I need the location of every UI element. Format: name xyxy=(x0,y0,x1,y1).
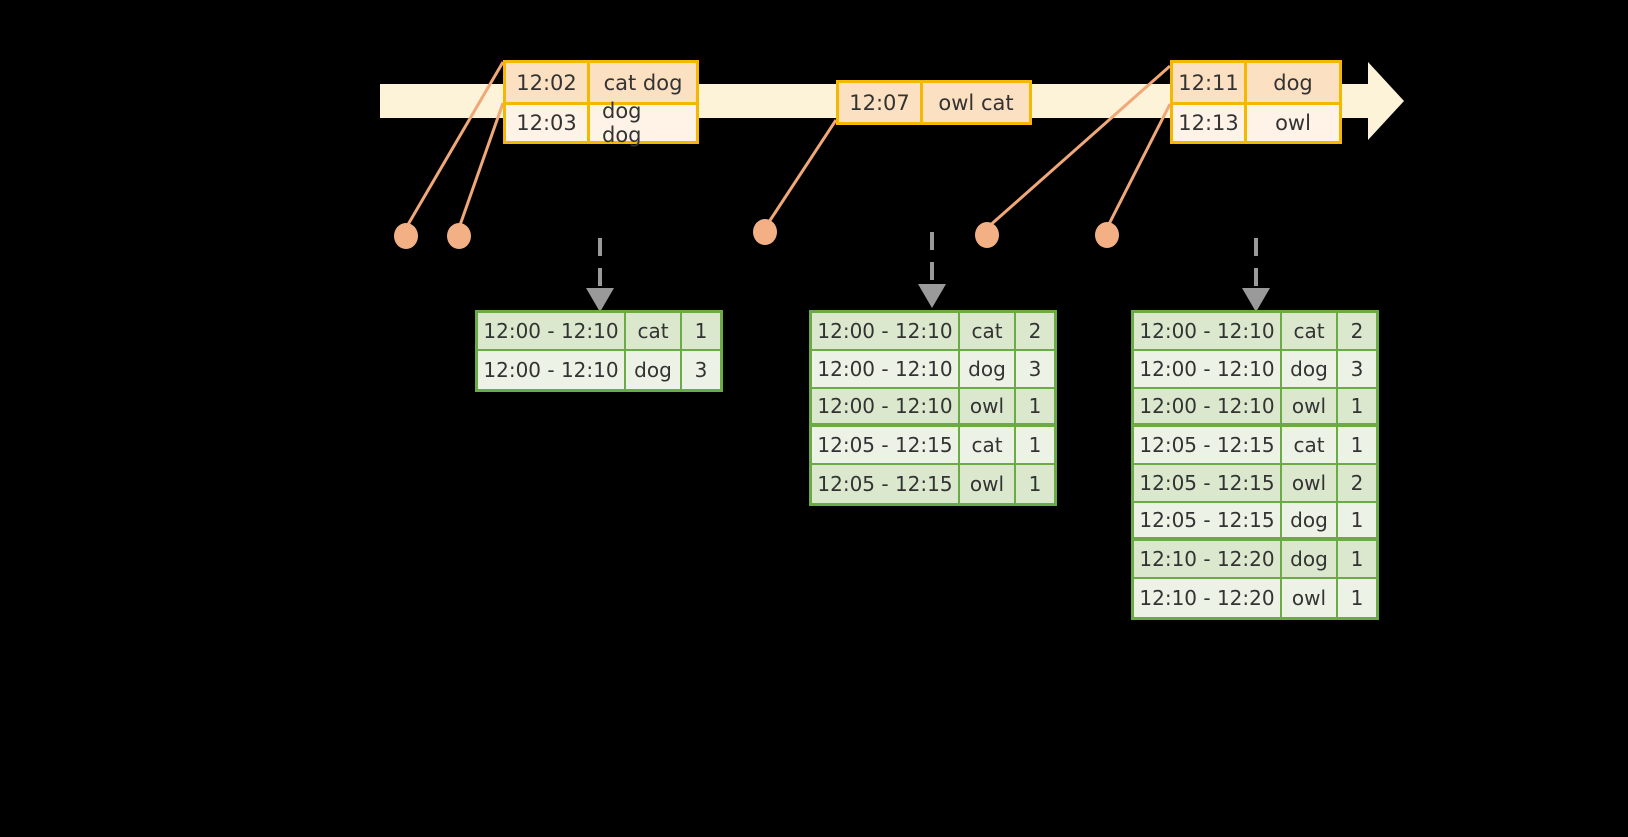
emit-arrowhead-2 xyxy=(918,284,946,308)
window-cell: 12:05 - 12:15 xyxy=(812,465,960,503)
emit-arrowhead-1 xyxy=(586,288,614,312)
count-cell: 1 xyxy=(1350,586,1364,610)
event-words: owl xyxy=(1275,111,1311,135)
table-row: 12:00 - 12:10 owl 1 xyxy=(1134,389,1376,427)
event-row: 12:03 dog dog xyxy=(506,99,696,147)
emit-arrowheads xyxy=(586,284,1270,312)
table-row: 12:00 - 12:10 dog 3 xyxy=(1134,351,1376,389)
table-row: 12:00 - 12:10 cat 2 xyxy=(1134,313,1376,351)
table-row: 12:10 - 12:20 owl 1 xyxy=(1134,579,1376,617)
window-cell: 12:00 - 12:10 xyxy=(1134,313,1282,349)
count-cell: 3 xyxy=(1350,357,1364,381)
result-table-3[interactable]: 12:00 - 12:10 cat 2 12:00 - 12:10 dog 3 … xyxy=(1131,310,1379,620)
key-cell: owl xyxy=(1282,579,1338,617)
table-row: 12:10 - 12:20 dog 1 xyxy=(1134,541,1376,579)
emit-arrowhead-3 xyxy=(1242,288,1270,312)
event-words: cat dog xyxy=(603,70,683,95)
count-cell: 3 xyxy=(694,358,708,382)
event-words: dog dog xyxy=(602,99,642,147)
count-cell: 2 xyxy=(1028,319,1042,343)
count-cell: 1 xyxy=(1028,433,1042,457)
window-cell: 12:05 - 12:15 xyxy=(812,427,960,463)
window-cell: 12:00 - 12:10 xyxy=(812,351,960,387)
window-cell: 12:00 - 12:10 xyxy=(812,389,960,423)
table-row: 12:00 - 12:10 cat 2 xyxy=(812,313,1054,351)
key-cell: owl xyxy=(1282,465,1338,501)
timeline-arrowhead xyxy=(1368,62,1404,140)
window-cell: 12:00 - 12:10 xyxy=(1134,351,1282,387)
table-row: 12:05 - 12:15 owl 2 xyxy=(1134,465,1376,503)
key-cell: dog xyxy=(626,351,682,389)
result-table-2[interactable]: 12:00 - 12:10 cat 2 12:00 - 12:10 dog 3 … xyxy=(809,310,1057,506)
key-cell: cat xyxy=(1282,427,1338,463)
window-cell: 12:05 - 12:15 xyxy=(1134,465,1282,501)
event-time: 12:07 xyxy=(839,83,923,122)
window-cell: 12:05 - 12:15 xyxy=(1134,427,1282,463)
count-cell: 1 xyxy=(1028,394,1042,418)
table-row: 12:05 - 12:15 owl 1 xyxy=(812,465,1054,503)
key-cell: owl xyxy=(960,389,1016,423)
table-row: 12:05 - 12:15 cat 1 xyxy=(1134,427,1376,465)
window-cell: 12:00 - 12:10 xyxy=(478,313,626,349)
event-row: 12:07 owl cat xyxy=(839,83,1029,122)
connector-line-2 xyxy=(457,102,505,229)
key-cell: cat xyxy=(626,313,682,349)
event-time: 12:11 xyxy=(1173,63,1247,102)
key-cell: cat xyxy=(960,313,1016,349)
key-cell: owl xyxy=(1282,389,1338,423)
count-cell: 1 xyxy=(694,319,708,343)
table-row: 12:00 - 12:10 dog 3 xyxy=(812,351,1054,389)
event-marker-4 xyxy=(975,222,999,248)
connector-line-1 xyxy=(404,61,505,229)
event-box-3[interactable]: 12:11 dog 12:13 owl xyxy=(1170,60,1342,144)
window-cell: 12:00 - 12:10 xyxy=(478,351,626,389)
key-cell: owl xyxy=(960,465,1016,503)
event-time: 12:02 xyxy=(506,63,590,102)
key-cell: dog xyxy=(1282,541,1338,577)
event-markers xyxy=(394,219,1119,249)
event-row: 12:13 owl xyxy=(1173,102,1339,141)
connector-line-5 xyxy=(1105,103,1172,229)
event-marker-5 xyxy=(1095,222,1119,248)
event-marker-2 xyxy=(447,223,471,249)
count-cell: 1 xyxy=(1350,547,1364,571)
count-cell: 1 xyxy=(1350,433,1364,457)
window-cell: 12:00 - 12:10 xyxy=(812,313,960,349)
table-row: 12:00 - 12:10 owl 1 xyxy=(812,389,1054,427)
key-cell: cat xyxy=(1282,313,1338,349)
event-marker-3 xyxy=(753,219,777,245)
count-cell: 1 xyxy=(1350,394,1364,418)
event-words: dog xyxy=(1273,70,1313,95)
event-row: 12:02 cat dog xyxy=(506,63,696,102)
table-row: 12:05 - 12:15 cat 1 xyxy=(812,427,1054,465)
connector-line-3 xyxy=(763,119,838,229)
event-words: owl cat xyxy=(938,90,1014,115)
key-cell: dog xyxy=(1282,351,1338,387)
count-cell: 1 xyxy=(1350,508,1364,532)
event-marker-1 xyxy=(394,223,418,249)
event-box-2[interactable]: 12:07 owl cat xyxy=(836,80,1032,125)
key-cell: dog xyxy=(1282,503,1338,537)
emit-arrows xyxy=(598,232,1258,286)
key-cell: cat xyxy=(960,427,1016,463)
table-row: 12:00 - 12:10 dog 3 xyxy=(478,351,720,389)
table-row: 12:05 - 12:15 dog 1 xyxy=(1134,503,1376,541)
window-cell: 12:05 - 12:15 xyxy=(1134,503,1282,537)
event-time: 12:03 xyxy=(506,105,590,141)
event-box-1[interactable]: 12:02 cat dog 12:03 dog dog xyxy=(503,60,699,147)
count-cell: 3 xyxy=(1028,357,1042,381)
event-row: 12:11 dog xyxy=(1173,63,1339,102)
event-time: 12:13 xyxy=(1173,105,1247,141)
result-table-1[interactable]: 12:00 - 12:10 cat 1 12:00 - 12:10 dog 3 xyxy=(475,310,723,392)
window-cell: 12:10 - 12:20 xyxy=(1134,579,1282,617)
window-cell: 12:10 - 12:20 xyxy=(1134,541,1282,577)
window-cell: 12:00 - 12:10 xyxy=(1134,389,1282,423)
count-cell: 1 xyxy=(1028,472,1042,496)
count-cell: 2 xyxy=(1350,319,1364,343)
key-cell: dog xyxy=(960,351,1016,387)
table-row: 12:00 - 12:10 cat 1 xyxy=(478,313,720,351)
count-cell: 2 xyxy=(1350,471,1364,495)
